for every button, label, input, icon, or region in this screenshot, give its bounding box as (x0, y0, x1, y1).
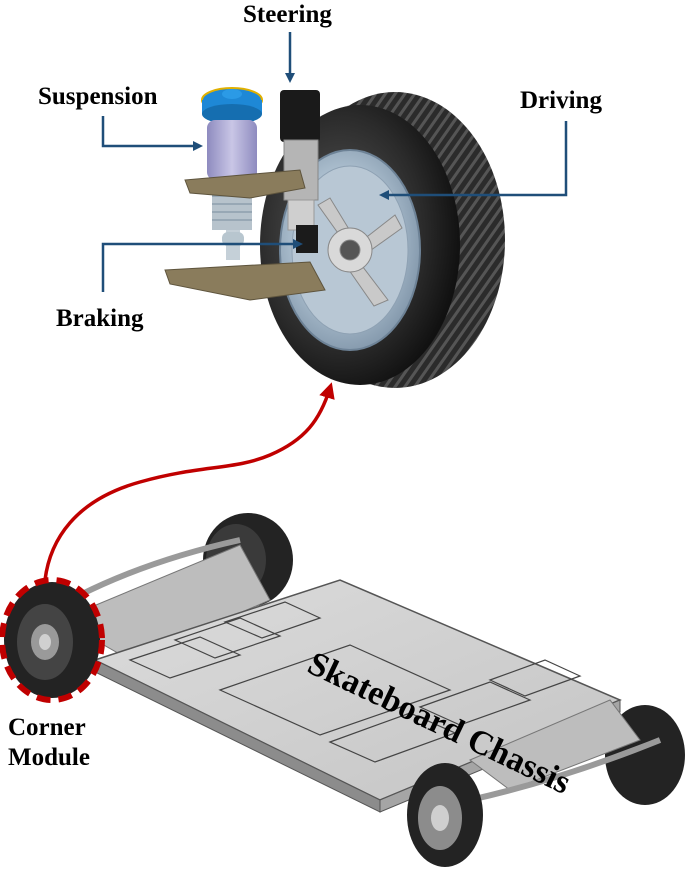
rear-subframe (469, 699, 641, 791)
label-braking: Braking (56, 305, 144, 332)
lower-control-arm (164, 261, 326, 301)
upper-control-arm (184, 169, 306, 199)
label-corner-module-line1: Corner (8, 714, 86, 741)
front-subframe (58, 544, 271, 661)
label-suspension: Suspension (38, 83, 158, 110)
braking-callout-arrow (101, 239, 303, 292)
link-arrow (43, 382, 335, 581)
battery-panels (128, 601, 582, 763)
label-driving: Driving (520, 87, 602, 114)
label-steering: Steering (243, 1, 332, 28)
driving-callout-arrow (379, 121, 568, 200)
suspension-strut (201, 87, 263, 260)
corner-module-illustration (164, 87, 505, 388)
label-corner-module-line2: Module (8, 744, 90, 771)
suspension-callout-arrow (101, 116, 203, 151)
hub-motor (317, 197, 403, 307)
brake-caliper (296, 225, 318, 253)
callout-arrows (101, 32, 568, 292)
corner-module-highlight (0, 577, 105, 703)
skateboard-chassis-illustration (4, 513, 685, 867)
